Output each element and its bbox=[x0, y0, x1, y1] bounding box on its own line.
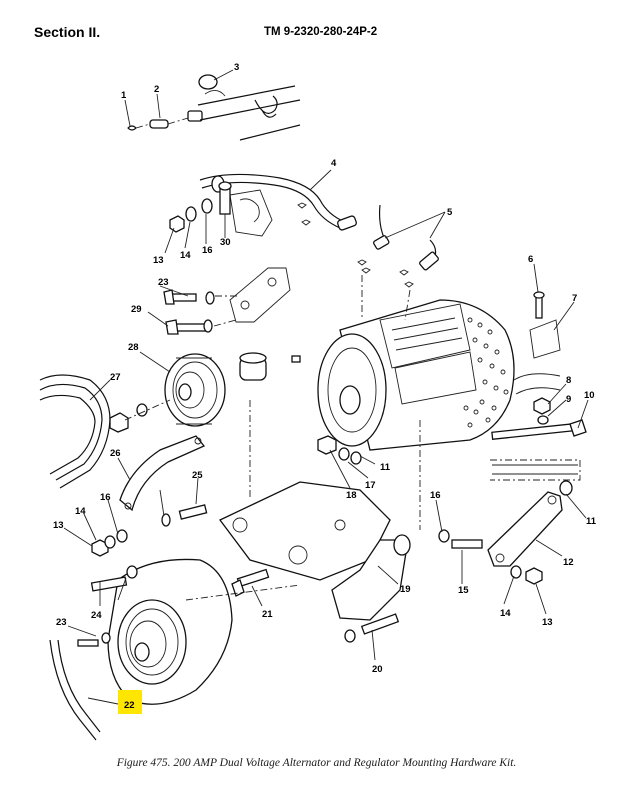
tm-number: TM 9-2320-280-24P-2 bbox=[264, 26, 378, 38]
callout-12: 12 bbox=[563, 557, 574, 568]
callout-25: 25 bbox=[192, 470, 203, 481]
callout-16-c: 16 bbox=[430, 490, 441, 501]
callout-17: 17 bbox=[365, 480, 376, 491]
callout-18: 18 bbox=[346, 490, 357, 501]
part-right-fasteners bbox=[490, 291, 587, 481]
callout-2: 2 bbox=[154, 84, 159, 95]
part-belt-upper bbox=[39, 374, 111, 489]
callout-21: 21 bbox=[262, 609, 273, 620]
callout-22-highlight bbox=[118, 690, 142, 714]
callout-16-a: 16 bbox=[202, 245, 213, 256]
callout-30: 30 bbox=[220, 237, 231, 248]
callout-22: 22 bbox=[124, 700, 135, 711]
callout-13-a: 13 bbox=[153, 255, 164, 266]
callout-7: 7 bbox=[572, 293, 577, 304]
part-tube-assembly bbox=[199, 173, 357, 237]
part-upper-bracket bbox=[163, 267, 291, 335]
callout-23-b: 23 bbox=[56, 617, 67, 628]
part-lower-alternator bbox=[77, 558, 301, 705]
section-label: Section II. bbox=[34, 24, 101, 40]
part-strap bbox=[91, 435, 208, 557]
callout-4: 4 bbox=[331, 158, 337, 169]
callout-29: 29 bbox=[131, 304, 142, 315]
callout-16-b: 16 bbox=[100, 492, 111, 503]
callout-23-a: 23 bbox=[158, 277, 169, 288]
part-mounting-bracket bbox=[219, 400, 421, 643]
callout-11-b: 11 bbox=[586, 516, 597, 527]
callout-20: 20 bbox=[372, 664, 383, 675]
callout-26: 26 bbox=[110, 448, 121, 459]
callout-13-b: 13 bbox=[53, 520, 64, 531]
callout-3: 3 bbox=[234, 62, 239, 73]
callout-9: 9 bbox=[566, 394, 571, 405]
callout-8: 8 bbox=[566, 375, 571, 386]
callout-labels: 1 2 3 4 5 6 7 8 9 10 11 11 11 12 13 13 1… bbox=[53, 62, 597, 714]
callout-27: 27 bbox=[110, 372, 121, 383]
callout-24: 24 bbox=[91, 610, 102, 621]
part-pulley-upper bbox=[109, 353, 226, 433]
callout-14-c: 14 bbox=[500, 608, 511, 619]
vent-holes bbox=[463, 317, 509, 428]
callout-28: 28 bbox=[128, 342, 139, 353]
callout-14-a: 14 bbox=[180, 250, 191, 261]
callout-19: 19 bbox=[400, 584, 411, 595]
callout-1: 1 bbox=[121, 90, 127, 101]
part-bracket-right bbox=[438, 480, 573, 585]
callout-15: 15 bbox=[458, 585, 469, 596]
part-spacer bbox=[239, 352, 301, 381]
part-wire-leads bbox=[297, 202, 439, 321]
part-harness-top bbox=[127, 74, 301, 141]
part-belt-lower bbox=[49, 639, 101, 741]
callout-13-c: 13 bbox=[542, 617, 553, 628]
fastener-stack-upper-left bbox=[169, 181, 232, 233]
callout-14-b: 14 bbox=[75, 506, 86, 517]
callout-10: 10 bbox=[584, 390, 595, 401]
callout-11-a: 11 bbox=[380, 462, 391, 473]
part-main-alternator bbox=[317, 299, 515, 451]
callout-5: 5 bbox=[447, 207, 453, 218]
callout-6: 6 bbox=[528, 254, 533, 265]
leader-lines bbox=[63, 69, 589, 705]
figure-caption: Figure 475. 200 AMP Dual Voltage Alterna… bbox=[116, 757, 517, 769]
